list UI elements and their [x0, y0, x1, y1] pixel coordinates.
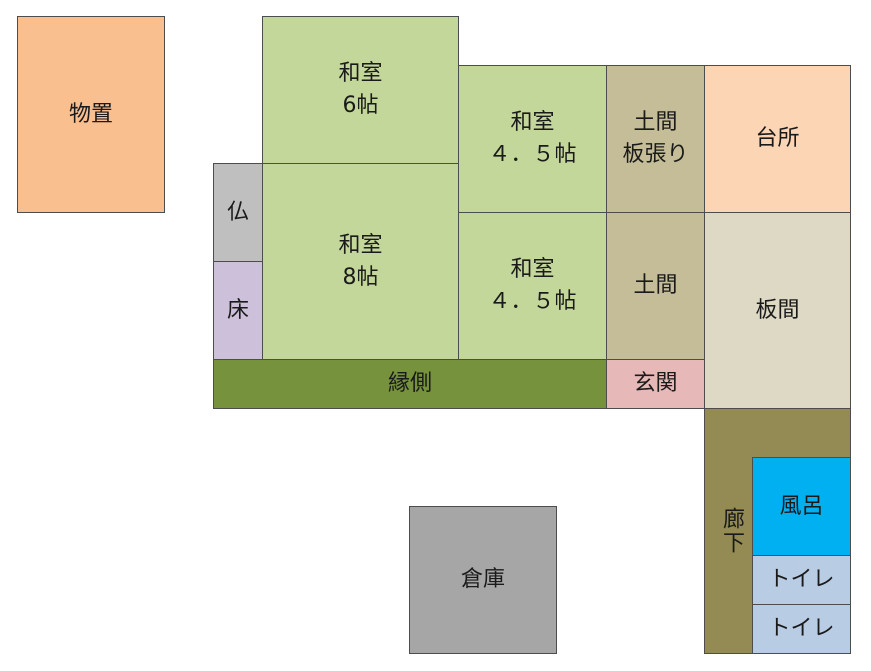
room-label: 玄関 [633, 371, 678, 396]
room-label: 土間 [633, 273, 678, 298]
room-label: 和室 8帖 [338, 232, 383, 290]
room-itama: 板間 [704, 212, 851, 409]
room-label: トイレ [768, 616, 835, 641]
room-toko: 床 [213, 261, 263, 360]
room-label: 倉庫 [460, 567, 505, 592]
room-label: 仏 [226, 199, 249, 225]
room-washitsu-45-bottom: 和室 ４．５帖 [458, 212, 607, 360]
room-label: 台所 [755, 126, 800, 151]
room-washitsu-8: 和室 8帖 [262, 163, 459, 360]
room-toilet-2: トイレ [752, 604, 851, 654]
room-engawa: 縁側 [213, 359, 607, 409]
room-label: 廊下 [719, 507, 744, 555]
room-butsuma: 仏 [213, 163, 263, 262]
room-furo: 風呂 [752, 457, 851, 556]
room-doma: 土間 [606, 212, 705, 360]
room-label: 物置 [68, 101, 113, 127]
room-washitsu-45-top: 和室 ４．５帖 [458, 65, 607, 213]
room-genkan: 玄関 [606, 359, 705, 409]
room-monooki: 物置 [17, 16, 165, 213]
room-label: 床 [226, 297, 249, 323]
room-toilet-1: トイレ [752, 555, 851, 605]
room-doma-itabari: 土間 板張り [606, 65, 705, 213]
room-label: 板間 [755, 297, 800, 323]
room-label: 土間 板張り [622, 110, 689, 167]
room-souko: 倉庫 [409, 506, 557, 654]
room-label: 風呂 [779, 493, 824, 519]
room-label: 和室 6帖 [338, 61, 383, 118]
room-label: 和室 ４．５帖 [488, 257, 577, 314]
room-label: 縁側 [387, 371, 432, 396]
room-daidokoro: 台所 [704, 65, 851, 213]
room-label: 和室 ４．５帖 [488, 110, 577, 167]
room-washitsu-6: 和室 6帖 [262, 16, 459, 164]
room-label: トイレ [768, 567, 835, 592]
